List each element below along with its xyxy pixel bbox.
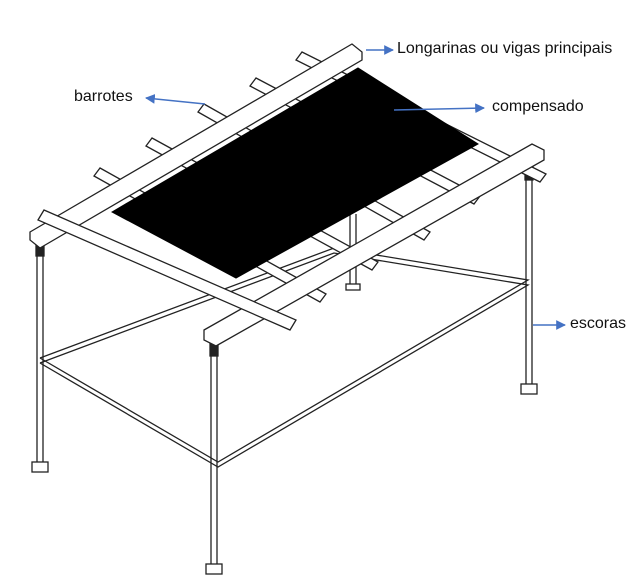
arrow-plywood xyxy=(393,103,485,114)
label-plywood: compensado xyxy=(492,98,584,115)
label-joists: barrotes xyxy=(74,88,133,105)
bracing-frame xyxy=(39,247,530,468)
plywood-sheet xyxy=(110,67,479,279)
label-props: escoras xyxy=(570,315,627,332)
main-beam-right xyxy=(203,143,545,347)
prop-front xyxy=(205,341,223,575)
main-beams xyxy=(29,43,545,347)
label-main-beams: Longarinas ou vigas principais xyxy=(397,40,613,57)
front-beam xyxy=(37,209,297,331)
arrow-joists xyxy=(145,94,206,105)
main-beam-left xyxy=(29,43,363,249)
